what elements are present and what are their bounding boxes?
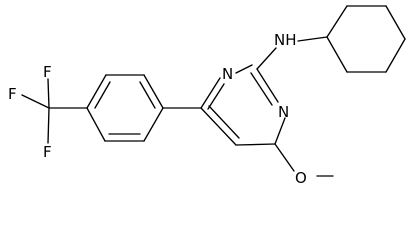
bond-c-f-left: [21, 94, 50, 109]
chemical-structure-diagram: N N NH O F F F: [8, 5, 406, 185]
bond-c-f-top: [47, 78, 50, 109]
bond-c-f-bottom: [47, 107, 50, 144]
bond-c2-nh: [256, 47, 277, 70]
atom-label-f-top-left: F: [8, 85, 17, 103]
bond-cy-3: [385, 5, 406, 40]
cyclohexyl-ring: [326, 5, 406, 73]
bond-n3-c4: [274, 117, 286, 145]
bond-c5-c6-double: [208, 105, 240, 139]
bond-c6-n1-double: [207, 83, 225, 110]
bond-c6-n1: [200, 77, 221, 109]
bond-c2-n3: [256, 68, 279, 103]
atom-label-nh: NH: [274, 31, 297, 49]
bond-bz-6-double: [139, 81, 156, 109]
bond-bz-4: [86, 74, 107, 109]
bond-cy-1: [326, 5, 348, 38]
bond-bz-6: [143, 74, 164, 109]
bond-cy-4: [385, 38, 406, 73]
atom-label-o: O: [295, 169, 307, 185]
bond-c4-c5: [235, 143, 276, 146]
bond-n1-c2: [235, 64, 253, 74]
pyrimidine-ring: [200, 64, 286, 146]
trifluoromethyl-group: [21, 78, 88, 144]
methoxy-group: [274, 143, 334, 177]
atom-label-n-ring-right: N: [278, 103, 289, 121]
atom-labels: N N NH O F F F: [8, 31, 307, 185]
atom-label-n-ring-top: N: [222, 65, 233, 83]
bond-bz-4-double: [94, 81, 111, 109]
bond-nh-cyclohexyl: [297, 36, 328, 42]
bond-c5-c6: [200, 107, 237, 146]
atom-label-f-bottom: F: [43, 143, 52, 161]
atom-label-f-top: F: [43, 63, 52, 81]
amine-linker: [256, 36, 328, 70]
bond-bz-3: [86, 107, 106, 142]
bond-cy-6: [326, 36, 348, 73]
benzene-ring: [86, 74, 164, 142]
bond-bz-1: [143, 107, 164, 142]
bond-c4-o: [274, 143, 295, 172]
bond-c2-n3-double: [250, 72, 273, 106]
